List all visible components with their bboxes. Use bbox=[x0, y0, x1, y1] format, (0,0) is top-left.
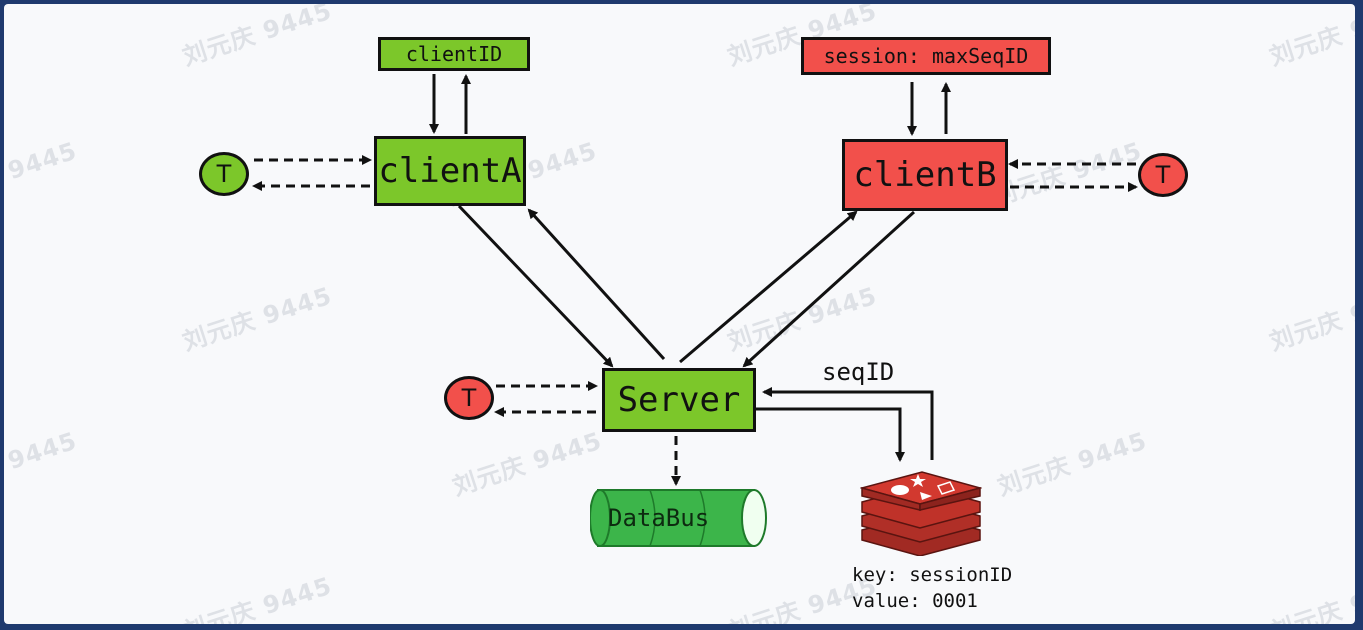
arrow-clientb-to-server bbox=[742, 210, 916, 368]
databus-shape bbox=[589, 489, 767, 547]
diagram-edges bbox=[252, 74, 1138, 486]
clientid-label: clientID bbox=[405, 42, 503, 66]
diagram-canvas: 刘元庆 9445 刘元庆 9445 刘元庆 9445 刘元庆 9445 刘元庆 … bbox=[4, 4, 1355, 624]
server-label: Server bbox=[617, 380, 741, 420]
redis-stack-icon bbox=[859, 460, 983, 557]
t-label: T bbox=[216, 160, 232, 188]
t-node-clientb: T bbox=[1138, 153, 1188, 197]
seqid-label: seqID bbox=[822, 358, 895, 386]
arrow-server-to-redis bbox=[756, 407, 905, 462]
t-label: T bbox=[461, 384, 477, 412]
clientid-box: clientID bbox=[378, 37, 530, 71]
clienta-label: clientA bbox=[378, 151, 522, 191]
arrow-server-to-clientb bbox=[679, 210, 858, 364]
redis-value-label: value: 0001 bbox=[852, 590, 978, 612]
clientb-box: clientB bbox=[842, 139, 1008, 211]
t-node-clienta: T bbox=[199, 152, 249, 196]
clientb-label: clientB bbox=[853, 155, 997, 195]
arrow-server-to-clienta bbox=[527, 208, 666, 361]
clienta-box: clientA bbox=[374, 136, 526, 206]
databus-label: DataBus bbox=[608, 504, 710, 532]
session-maxseqid-label: session: maxSeqID bbox=[823, 44, 1029, 68]
session-maxseqid-box: session: maxSeqID bbox=[801, 37, 1051, 75]
t-node-server: T bbox=[444, 376, 494, 420]
arrow-clienta-to-server bbox=[457, 204, 614, 368]
t-label: T bbox=[1155, 161, 1171, 189]
redis-key-label: key: sessionID bbox=[852, 564, 1013, 586]
arrow-redis-to-server bbox=[762, 387, 934, 460]
databus-cylinder: DataBus bbox=[589, 486, 770, 550]
server-box: Server bbox=[602, 368, 756, 432]
